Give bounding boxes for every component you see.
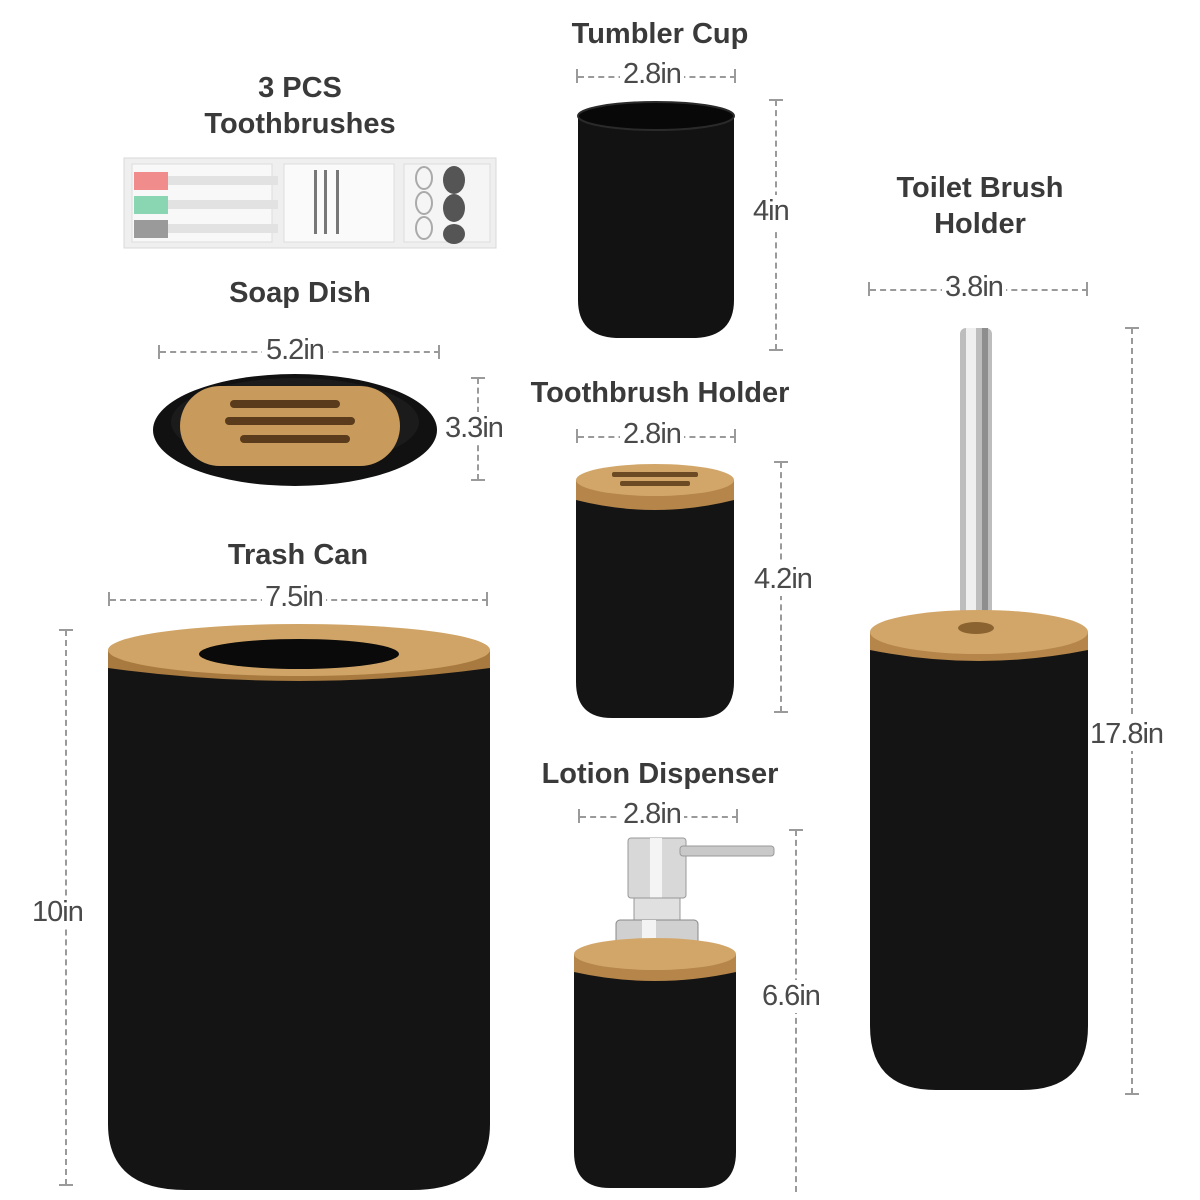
toothbrush-holder-height-label: 4.2in <box>754 563 813 596</box>
toothbrush-holder-width-label: 2.8in <box>620 418 684 451</box>
tumbler-cup-title: Tumbler Cup <box>571 18 749 50</box>
tumbler-cup-height-label: 4in <box>753 195 790 228</box>
toilet-brush-holder-title: Toilet Brush Holder <box>896 172 1064 240</box>
lotion-dispenser-image <box>574 837 775 1188</box>
soap-dish-image <box>153 374 437 486</box>
soap-dish-height-label: 3.3in <box>445 412 504 445</box>
toothbrush-holder-image <box>576 464 734 718</box>
toilet-brush-holder-width-label: 3.8in <box>942 271 1006 304</box>
trash-can-image <box>108 624 490 1190</box>
tumbler-cup-image <box>577 101 735 338</box>
tumbler-cup-width-label: 2.8in <box>620 58 684 91</box>
trash-can-height-label: 10in <box>32 896 84 929</box>
toothbrush-pack-image <box>123 157 497 249</box>
toothbrush-holder-title: Toothbrush Holder <box>530 377 790 409</box>
trash-can-title: Trash Can <box>227 539 369 571</box>
soap-dish-title: Soap Dish <box>229 277 371 309</box>
lotion-dispenser-width-label: 2.8in <box>620 798 684 831</box>
lotion-dispenser-height-label: 6.6in <box>762 980 821 1013</box>
trash-can-width-label: 7.5in <box>262 581 326 614</box>
toilet-brush-holder-image <box>870 328 1088 1090</box>
toilet-brush-holder-height-label: 17.8in <box>1090 718 1164 751</box>
lotion-dispenser-title: Lotion Dispenser <box>541 758 779 790</box>
soap-dish-width-label: 5.2in <box>262 334 328 367</box>
toothbrushes-title: 3 PCS Toothbrushes <box>204 72 396 140</box>
